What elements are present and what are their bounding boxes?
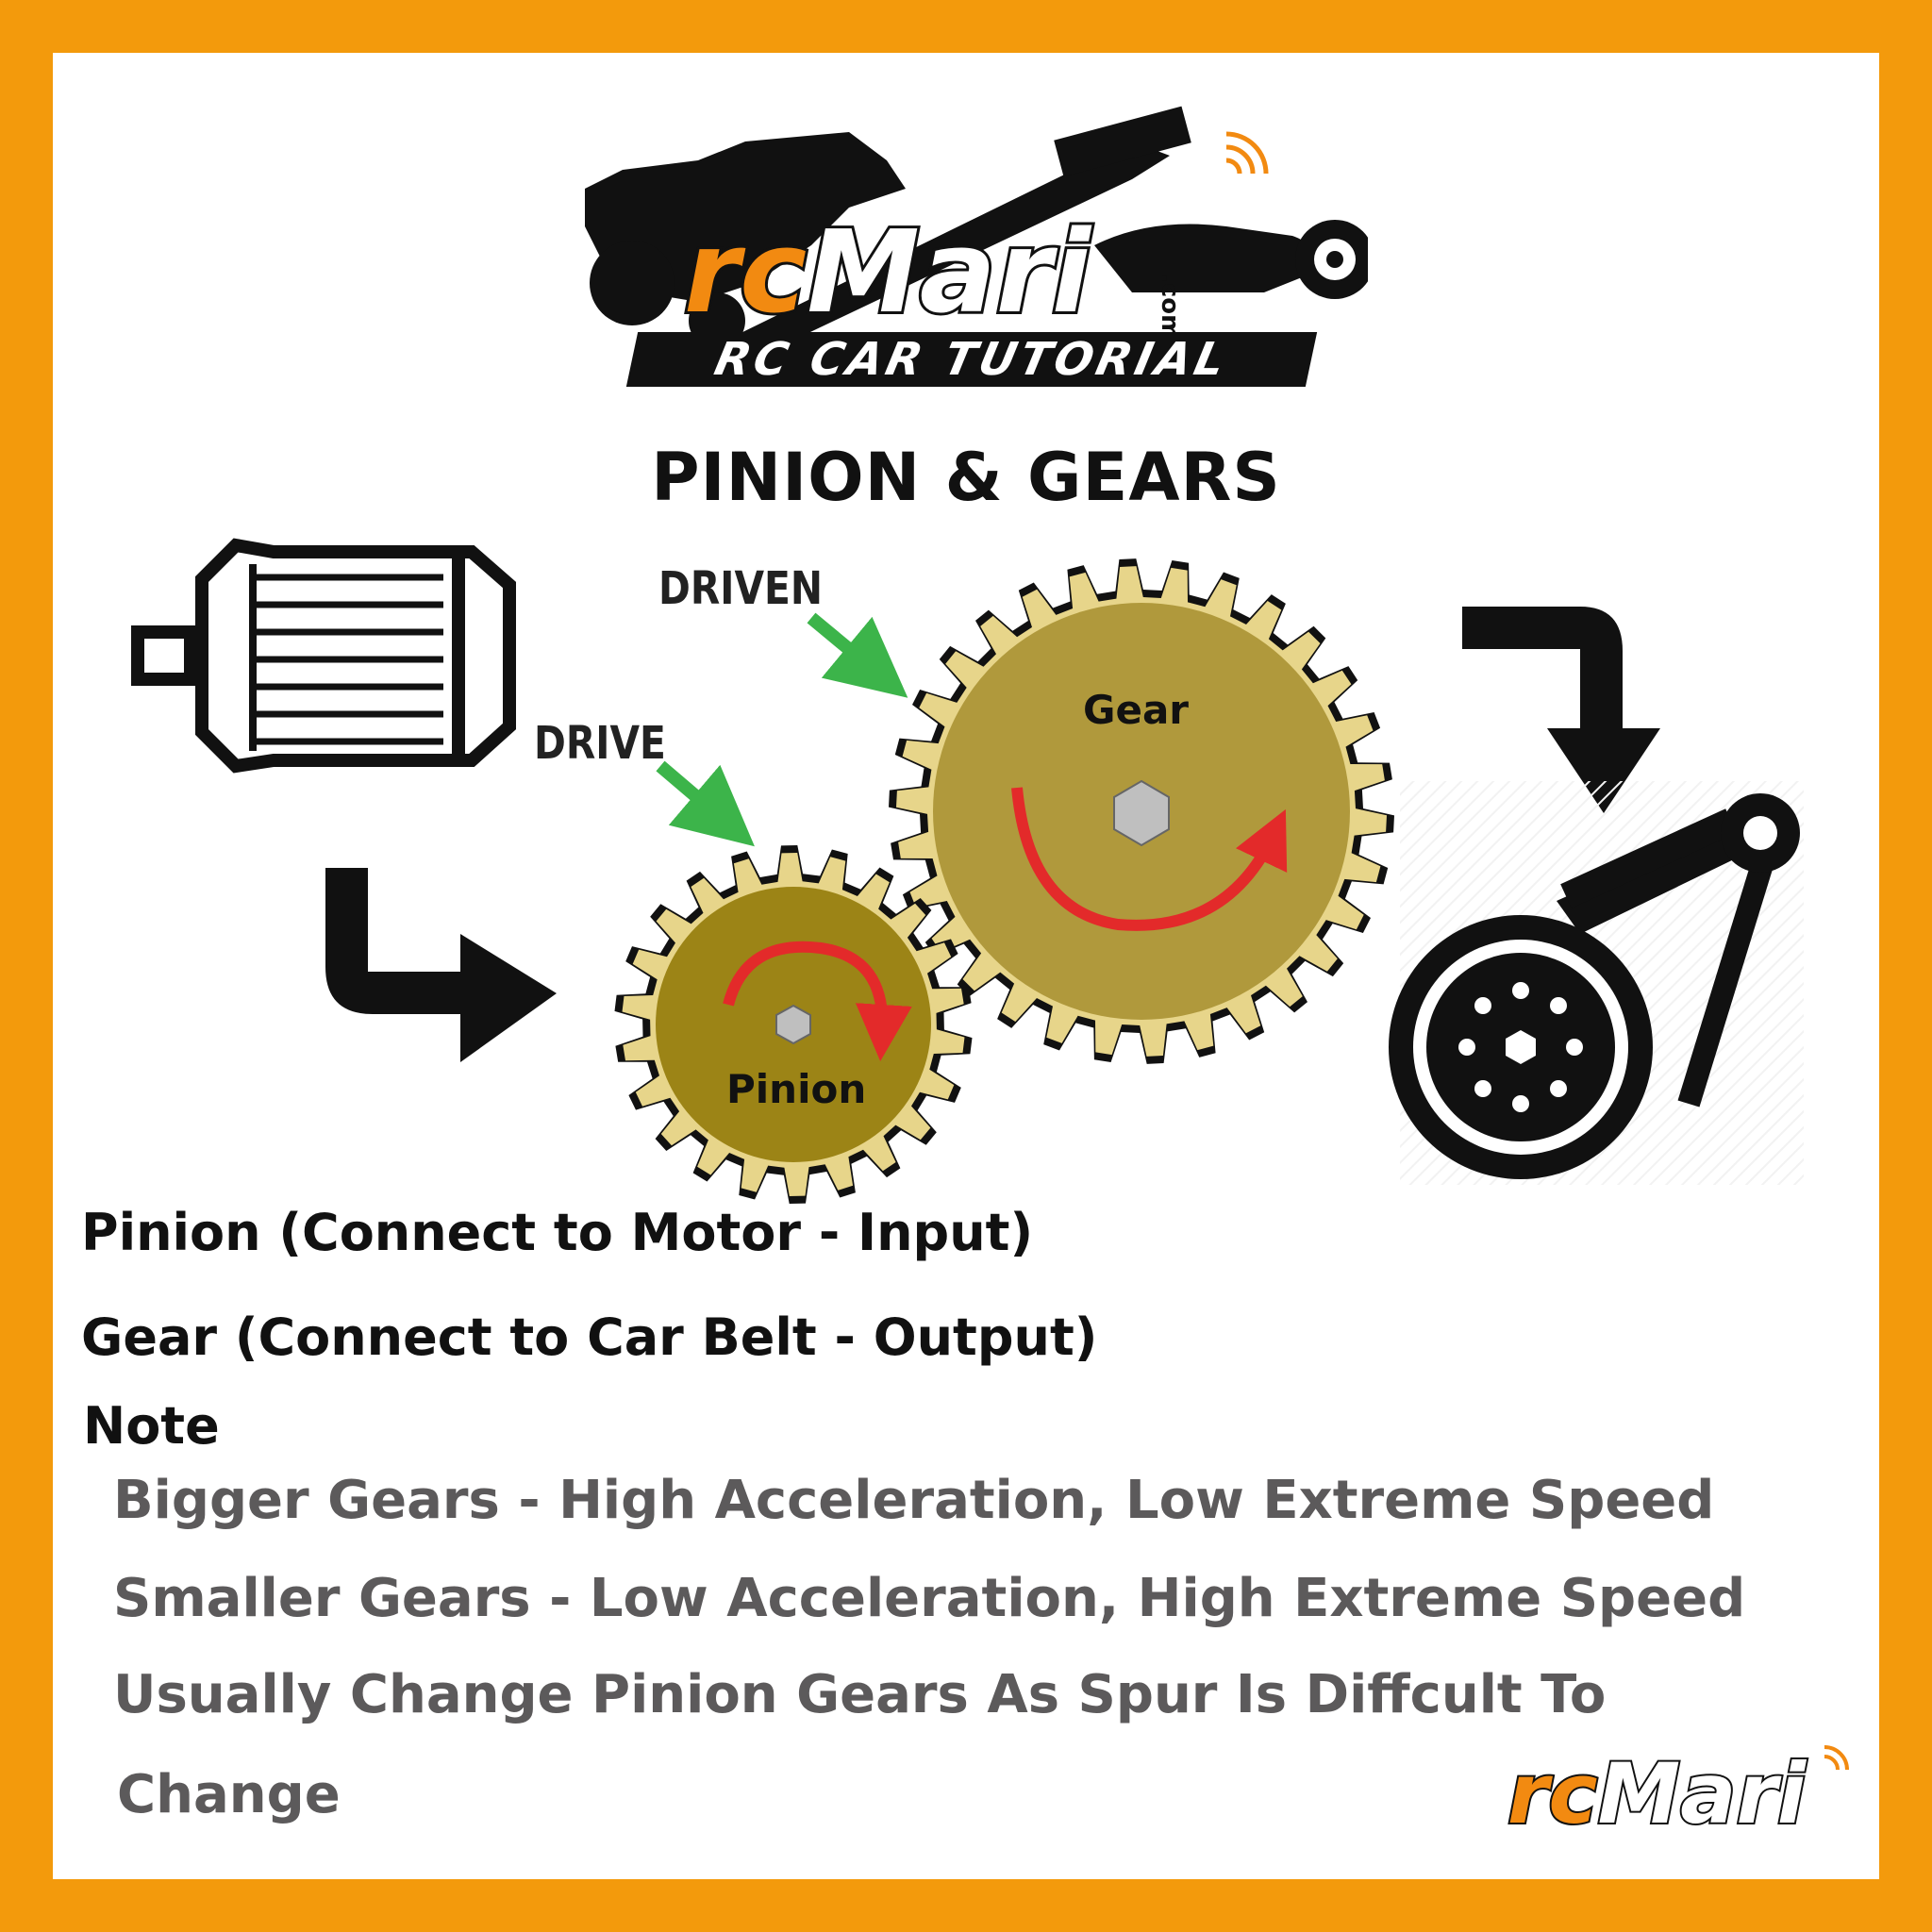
page-title: PINION & GEARS <box>651 439 1281 516</box>
rc-car-silhouette-icon <box>585 106 1368 358</box>
motor-to-pinion-arrow <box>325 868 557 1062</box>
gear-description: Gear (Connect to Car Belt - Output) <box>81 1307 1098 1367</box>
gear-hub-hex <box>1113 779 1170 847</box>
note-line-2: Smaller Gears - Low Acceleration, High E… <box>113 1568 1746 1629</box>
brand-mari: Mari <box>804 205 1093 341</box>
white-panel: rcMari .com RC CAR TUTORIAL PINION & GEA… <box>53 53 1879 1879</box>
gear-diagram <box>131 538 1804 1204</box>
gear-rotation-arrow <box>1011 787 1288 931</box>
note-line-4: Change <box>117 1764 341 1825</box>
pinion-label: Pinion <box>726 1066 867 1112</box>
header-logo: rcMari .com RC CAR TUTORIAL <box>566 104 1368 396</box>
signal-icon <box>1225 131 1269 175</box>
footer-logo: rcMari <box>1506 1743 1849 1844</box>
motor-icon <box>131 538 516 774</box>
drive-arrow <box>656 760 755 847</box>
gear-to-belt-arrow <box>1462 607 1660 813</box>
pinion-rotation-arrow <box>723 941 912 1061</box>
drive-label: DRIVE <box>534 717 666 770</box>
note-heading: Note <box>83 1396 220 1456</box>
driven-label: DRIVEN <box>658 562 824 615</box>
pinion-description: Pinion (Connect to Motor - Input) <box>81 1203 1034 1262</box>
footer-brand-rc: rc <box>1506 1743 1600 1844</box>
driven-arrow <box>807 612 908 698</box>
pinion-hub-hex <box>775 1004 811 1045</box>
brand-wordmark: rcMari <box>681 205 1093 341</box>
note-line-1: Bigger Gears - High Acceleration, Low Ex… <box>113 1470 1715 1531</box>
note-line-3: Usually Change Pinion Gears As Spur Is D… <box>113 1664 1607 1725</box>
gear-label: Gear <box>1083 687 1190 733</box>
signal-icon <box>1824 1745 1849 1771</box>
footer-brand-mari: Mari <box>1596 1743 1808 1844</box>
brand-rc: rc <box>681 205 809 341</box>
belt-pulley-icon <box>1389 793 1800 1179</box>
